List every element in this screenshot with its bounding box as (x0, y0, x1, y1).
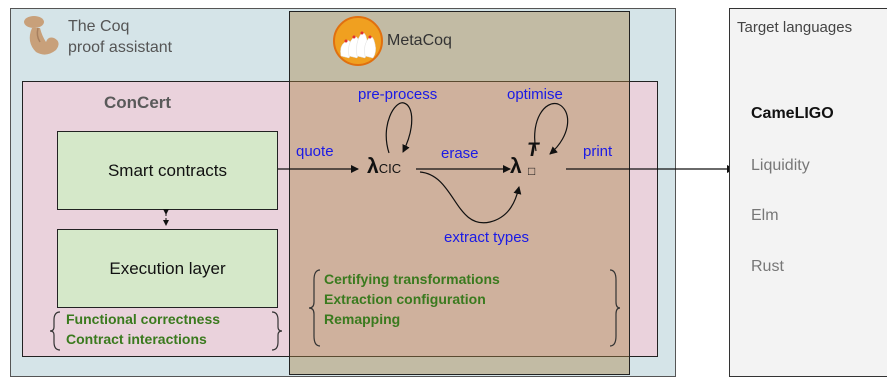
concert-title: ConCert (104, 93, 172, 112)
lambda-box-subscript: □ (528, 164, 536, 178)
quote-label: quote (296, 143, 334, 160)
concert-frame (22, 81, 658, 357)
target-liquidity: Liquidity (751, 157, 810, 174)
pre-process-loop-arrow (385, 102, 413, 154)
lambda-box-superscript: T (527, 140, 539, 161)
execution-layer-box: Execution layer (57, 229, 278, 308)
lambda-box-node: λ T □ (510, 140, 566, 182)
smart-contracts-label: Smart contracts (107, 160, 228, 180)
lambda-cic-subscript: CIC (378, 161, 402, 176)
lambda-cic-symbol: λ (367, 155, 379, 178)
optimise-label: optimise (507, 86, 563, 103)
metacoq-logo (333, 16, 383, 66)
target-languages-panel (729, 8, 887, 377)
metacoq-features: Certifying transformations Extraction co… (308, 266, 620, 350)
feature-extraction-configuration: Extraction configuration (324, 291, 486, 307)
feature-remapping: Remapping (324, 311, 401, 327)
concert-properties: Functional correctness Contract interact… (50, 308, 282, 354)
coq-rooster-logo (18, 12, 64, 60)
metacoq-title: MetaCoq (387, 32, 452, 49)
lambda-cic-node: λCIC (367, 155, 401, 179)
metacoq-frame (289, 11, 630, 375)
execution-layer-label: Execution layer (109, 258, 226, 278)
property-contract-interactions: Contract interactions (66, 331, 207, 347)
target-camligo: CameLIGO (751, 105, 834, 122)
target-rust: Rust (751, 258, 784, 275)
erase-label: erase (441, 145, 479, 162)
optimise-loop-arrow (534, 102, 569, 155)
print-label: print (583, 143, 613, 160)
target-languages-title: Target languages (737, 19, 853, 36)
lambda-box-symbol: λ (510, 155, 522, 178)
coq-title-line1: The Coq (68, 18, 130, 35)
extract-types-label: extract types (444, 229, 530, 246)
smart-contracts-box: Smart contracts (57, 131, 278, 210)
target-elm: Elm (751, 207, 779, 224)
feature-certifying-transformations: Certifying transformations (324, 271, 500, 287)
coq-title-line2: proof assistant (68, 39, 173, 56)
extract-types-arrow (419, 171, 522, 224)
pre-process-label: pre-process (358, 86, 438, 103)
property-functional-correctness: Functional correctness (66, 311, 221, 327)
